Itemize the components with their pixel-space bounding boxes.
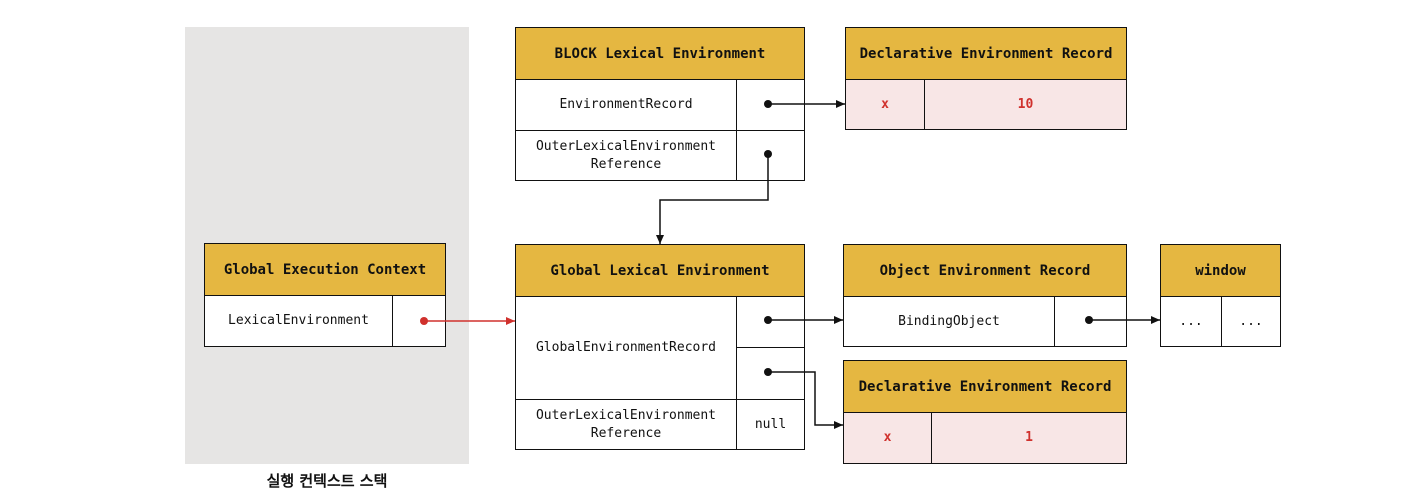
declarative-record-arrow <box>764 368 843 429</box>
global-outer-reference-line2: Reference <box>590 425 662 441</box>
global-declarative-record: Declarative Environment Record x 1 <box>843 360 1127 464</box>
global-lexical-environment-title: Global Lexical Environment <box>516 245 804 297</box>
row-divider <box>737 347 804 348</box>
lexical-environment-field: LexicalEnvironment <box>228 313 369 328</box>
cell-divider <box>1054 297 1055 346</box>
outer-reference-null: null <box>754 416 787 432</box>
window-cell-2: ... <box>1239 313 1263 329</box>
row-divider <box>516 399 804 400</box>
binding-object-field: BindingObject <box>898 313 1000 329</box>
block-declarative-record: Declarative Environment Record x 10 <box>845 27 1127 130</box>
cell-divider <box>1221 297 1222 346</box>
outer-reference-arrow <box>656 150 772 244</box>
block-lexical-environment: BLOCK Lexical Environment EnvironmentRec… <box>515 27 805 181</box>
outer-reference-line2: Reference <box>590 156 662 172</box>
global-environment-record-field: GlobalEnvironmentRecord <box>535 340 716 355</box>
outer-reference-field: OuterLexicalEnvironment Reference <box>516 131 736 180</box>
cell-divider <box>924 80 925 129</box>
global-outer-reference-line1: OuterLexicalEnvironment <box>535 407 716 423</box>
object-record-arrow <box>764 316 843 324</box>
window-cell-1: ... <box>1179 313 1203 329</box>
object-environment-record: Object Environment Record BindingObject <box>843 244 1127 347</box>
global-binding-name-x: x <box>844 413 931 463</box>
environment-record-field: EnvironmentRecord <box>559 97 693 112</box>
global-declarative-record-title: Declarative Environment Record <box>844 361 1126 413</box>
global-execution-context: Global Execution Context LexicalEnvironm… <box>204 243 446 347</box>
global-outer-reference-field: OuterLexicalEnvironment Reference <box>516 400 736 449</box>
window-object: window ... ... <box>1160 244 1281 347</box>
block-declarative-record-title: Declarative Environment Record <box>846 28 1126 80</box>
stack-label: 실행 컨텍스트 스택 <box>266 472 388 490</box>
cell-divider <box>392 296 393 346</box>
environment-record-arrow <box>764 100 845 108</box>
global-binding-value-1: 1 <box>932 413 1126 463</box>
window-title: window <box>1161 245 1280 297</box>
row-divider <box>516 130 804 131</box>
binding-value-10: 10 <box>925 80 1126 129</box>
cell-divider <box>736 297 737 449</box>
cell-divider <box>931 413 932 463</box>
object-environment-record-title: Object Environment Record <box>844 245 1126 297</box>
outer-reference-line1: OuterLexicalEnvironment <box>535 138 716 154</box>
global-execution-context-title: Global Execution Context <box>205 244 445 296</box>
lexical-environment-arrow <box>420 317 515 325</box>
binding-object-arrow <box>1085 316 1160 324</box>
binding-name-x: x <box>846 80 924 129</box>
block-lexical-environment-title: BLOCK Lexical Environment <box>516 28 804 80</box>
global-lexical-environment: Global Lexical Environment GlobalEnviron… <box>515 244 805 450</box>
